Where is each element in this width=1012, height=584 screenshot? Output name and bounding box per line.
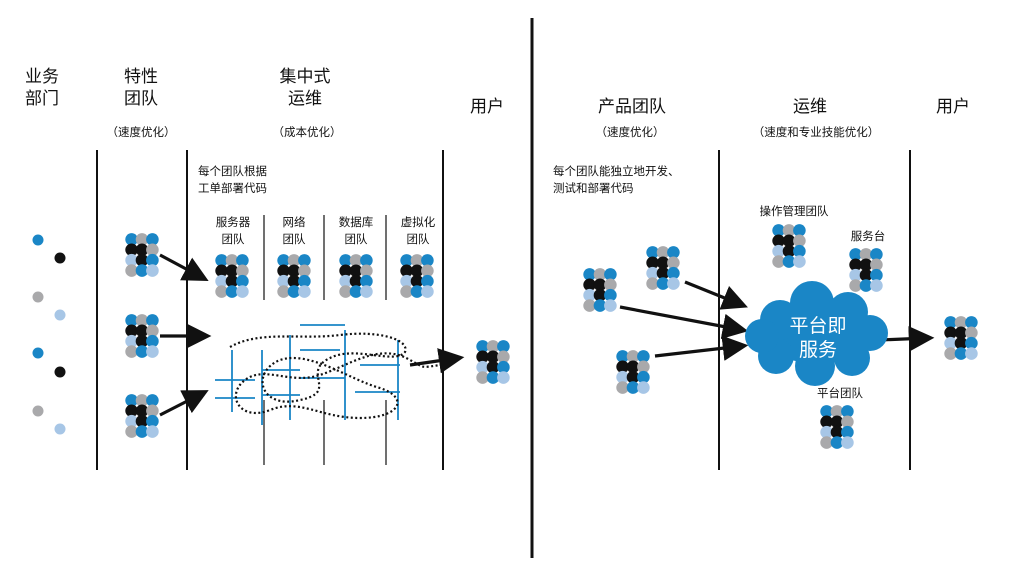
label-network-team: 网络 团队: [282, 215, 306, 246]
label-database-team: 数据库 团队: [338, 215, 374, 246]
feature-team-2: [125, 314, 159, 358]
server-team-cluster: [215, 254, 249, 298]
platform-cloud: [745, 281, 888, 386]
header-business-units: 业务 部门: [25, 67, 59, 109]
label-platform-as-a-service: 平台即 服务: [789, 315, 847, 361]
note-speed-and-skill: （速度和专业技能优化）: [752, 125, 880, 139]
label-platform-team: 平台团队: [817, 386, 863, 400]
label-ops-management-team: 操作管理团队: [759, 204, 829, 218]
product-team-1: [583, 268, 617, 312]
header-ops-right: 运维: [793, 97, 827, 117]
header-users-right: 用户: [936, 97, 970, 117]
virtualization-team-cluster: [400, 254, 434, 298]
feature-team-1: [125, 233, 159, 277]
feature-team-3: [125, 394, 159, 438]
right-arrows: [619, 280, 935, 361]
team-clusters: [125, 224, 978, 449]
note-cost-optimized: （成本优化）: [272, 125, 342, 139]
team-separators: [263, 215, 387, 465]
platform-team-cluster: [820, 405, 854, 449]
database-team-cluster: [339, 254, 373, 298]
note-independent-deploy: 每个团队能独立地开发、 测试和部署代码: [553, 164, 680, 195]
header-feature-teams: 特性 团队: [124, 67, 158, 109]
users-left-cluster: [476, 340, 510, 384]
network-team-cluster: [277, 254, 311, 298]
ops-management-cluster: [772, 224, 806, 268]
business-dots: [32, 234, 66, 435]
left-arrows: [159, 253, 465, 417]
label-virtualization-team: 虚拟化 团队: [400, 215, 436, 246]
tangled-process-path: [229, 332, 441, 420]
note-deploy-by-ticket: 每个团队根据 工单部署代码: [198, 164, 267, 195]
product-team-2: [646, 246, 680, 290]
service-desk-cluster: [849, 248, 883, 292]
label-server-team: 服务器 团队: [215, 215, 251, 246]
label-service-desk: 服务台: [850, 229, 886, 243]
header-product-teams: 产品团队: [598, 97, 666, 117]
right-column-separators: [718, 150, 911, 470]
left-column-separators: [96, 150, 444, 470]
users-right-cluster: [944, 316, 978, 360]
silo-lines: [215, 324, 400, 425]
note-speed-optimized-right: （速度优化）: [595, 125, 665, 139]
header-users-left: 用户: [470, 97, 504, 117]
note-speed-optimized: （速度优化）: [106, 125, 176, 139]
product-team-3: [616, 350, 650, 394]
header-centralized-ops: 集中式 运维: [279, 67, 331, 109]
